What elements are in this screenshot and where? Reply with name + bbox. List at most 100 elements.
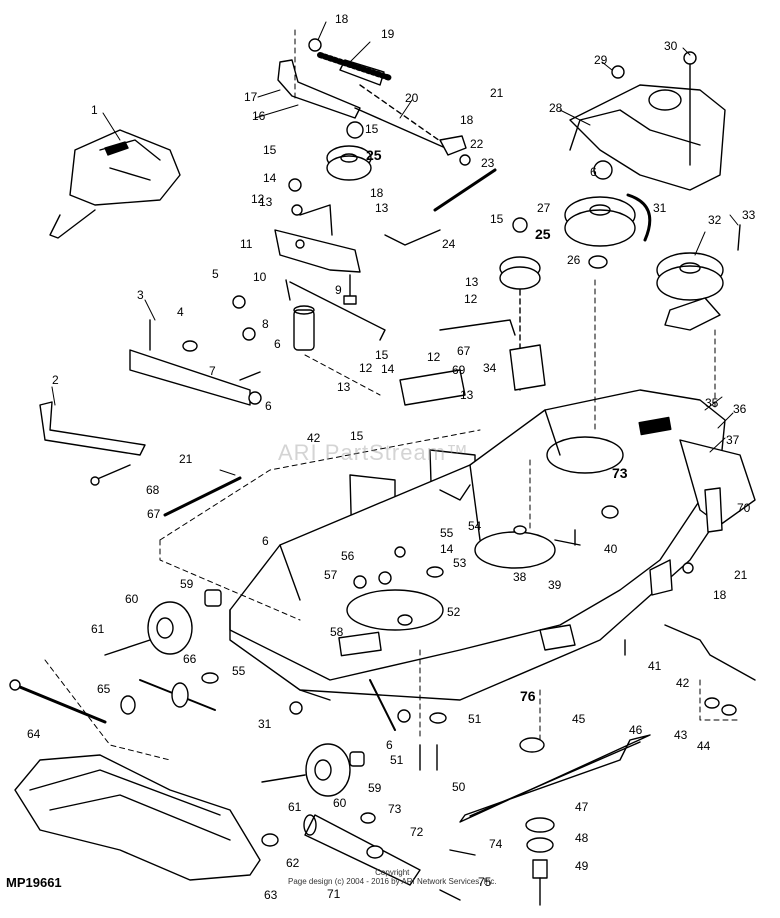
label-part-24: 24 bbox=[442, 237, 456, 251]
label-part-61a: 61 bbox=[91, 622, 105, 636]
label-part-52: 52 bbox=[447, 605, 461, 619]
shaft-71 bbox=[303, 814, 421, 886]
bolt-9 bbox=[343, 274, 357, 305]
label-part-12d: 12 bbox=[427, 350, 441, 364]
label-part-61b: 61 bbox=[288, 800, 302, 814]
label-part-15e: 15 bbox=[350, 429, 364, 443]
label-part-8: 8 bbox=[262, 317, 269, 331]
blade-hardware bbox=[519, 737, 555, 906]
hardware-right bbox=[649, 559, 694, 596]
label-part-63: 63 bbox=[264, 888, 278, 902]
label-part-69: 69 bbox=[452, 363, 466, 377]
label-part-42a: 42 bbox=[307, 431, 321, 445]
label-part-50: 50 bbox=[452, 780, 466, 794]
label-part-6a: 6 bbox=[274, 337, 281, 351]
label-part-76: 76 bbox=[520, 688, 536, 704]
label-part-35: 35 bbox=[705, 396, 719, 410]
label-leaders bbox=[51, 21, 739, 476]
label-part-15b: 15 bbox=[365, 122, 379, 136]
label-part-1: 1 bbox=[91, 103, 98, 117]
label-part-57: 57 bbox=[324, 568, 338, 582]
rod-67-lower bbox=[163, 476, 242, 517]
label-part-31b: 31 bbox=[258, 717, 272, 731]
leader-lines bbox=[44, 29, 741, 761]
label-part-43: 43 bbox=[674, 728, 688, 742]
label-part-66: 66 bbox=[183, 652, 197, 666]
label-part-11: 11 bbox=[240, 237, 253, 251]
label-part-55b: 55 bbox=[232, 664, 246, 678]
label-part-59a: 59 bbox=[180, 577, 194, 591]
copyright-notice: Copyright Page design (c) 2004 - 2016 by… bbox=[288, 868, 497, 886]
label-part-25a: 25 bbox=[366, 147, 382, 163]
bushing-8 bbox=[293, 305, 315, 351]
label-part-40: 40 bbox=[604, 542, 618, 556]
hanger-bracket-2 bbox=[39, 401, 146, 456]
label-part-25b: 25 bbox=[535, 226, 551, 242]
label-part-32: 32 bbox=[708, 213, 722, 227]
label-part-28: 28 bbox=[549, 101, 563, 115]
bolt-68 bbox=[90, 464, 131, 486]
mower-deck-housing bbox=[229, 389, 731, 701]
bolt-64 bbox=[9, 679, 107, 724]
label-part-30: 30 bbox=[664, 39, 678, 53]
bolts-50-51 bbox=[419, 712, 447, 771]
label-part-53: 53 bbox=[453, 556, 467, 570]
label-part-67b: 67 bbox=[457, 344, 471, 358]
label-part-10: 10 bbox=[253, 270, 267, 284]
label-part-22: 22 bbox=[470, 137, 484, 151]
hardware-73-74-75 bbox=[360, 505, 619, 901]
label-part-13a: 13 bbox=[259, 195, 273, 209]
roller-66 bbox=[120, 679, 216, 715]
hardware-lower-left bbox=[289, 679, 411, 731]
label-part-54: 54 bbox=[468, 519, 482, 533]
lower-shield-63 bbox=[14, 754, 279, 881]
label-part-49: 49 bbox=[575, 859, 589, 873]
label-part-14c: 14 bbox=[440, 542, 454, 556]
discharge-chute-37 bbox=[679, 439, 756, 526]
label-part-39: 39 bbox=[548, 578, 562, 592]
hardware-left bbox=[182, 295, 262, 405]
label-part-60a: 60 bbox=[125, 592, 139, 606]
idler-pulley-upper bbox=[326, 121, 372, 181]
rod-24 bbox=[384, 168, 497, 246]
label-part-72: 72 bbox=[410, 825, 424, 839]
label-part-51a: 51 bbox=[468, 712, 482, 726]
label-part-31a: 31 bbox=[653, 201, 667, 215]
label-part-60b: 60 bbox=[333, 796, 347, 810]
label-part-18b: 18 bbox=[460, 113, 474, 127]
label-part-71: 71 bbox=[327, 887, 341, 901]
label-part-48: 48 bbox=[575, 831, 589, 845]
hardware-38-41 bbox=[513, 525, 626, 656]
label-part-47: 47 bbox=[575, 800, 589, 814]
label-part-62: 62 bbox=[286, 856, 300, 870]
gauge-wheel-rod-42 bbox=[664, 624, 756, 681]
collar-26 bbox=[588, 255, 608, 269]
label-part-21c: 21 bbox=[734, 568, 748, 582]
label-part-38: 38 bbox=[513, 570, 527, 584]
label-part-64: 64 bbox=[27, 727, 41, 741]
rod-part-20 bbox=[354, 107, 471, 166]
label-part-13c: 13 bbox=[465, 275, 479, 289]
label-part-9: 9 bbox=[335, 283, 342, 297]
label-part-45: 45 bbox=[572, 712, 586, 726]
label-part-55a: 55 bbox=[440, 526, 454, 540]
label-part-12a: 12 bbox=[251, 192, 265, 206]
label-part-16: 16 bbox=[252, 109, 266, 123]
nuts-43-44 bbox=[704, 697, 737, 716]
label-part-21a: 21 bbox=[490, 86, 504, 100]
belt-shield-left bbox=[49, 129, 181, 239]
label-part-18c: 18 bbox=[370, 186, 384, 200]
label-part-36: 36 bbox=[733, 402, 747, 416]
label-part-44: 44 bbox=[697, 739, 711, 753]
label-part-15d: 15 bbox=[375, 348, 389, 362]
lift-arm-67 bbox=[399, 319, 516, 406]
label-part-23: 23 bbox=[481, 156, 495, 170]
label-part-19: 19 bbox=[381, 27, 395, 41]
label-part-34: 34 bbox=[483, 361, 497, 375]
label-part-14b: 14 bbox=[381, 362, 395, 376]
idler-bracket bbox=[274, 178, 361, 273]
label-part-5: 5 bbox=[212, 267, 219, 281]
label-part-12b: 12 bbox=[464, 292, 478, 306]
spindle-pulley-32 bbox=[656, 224, 741, 331]
